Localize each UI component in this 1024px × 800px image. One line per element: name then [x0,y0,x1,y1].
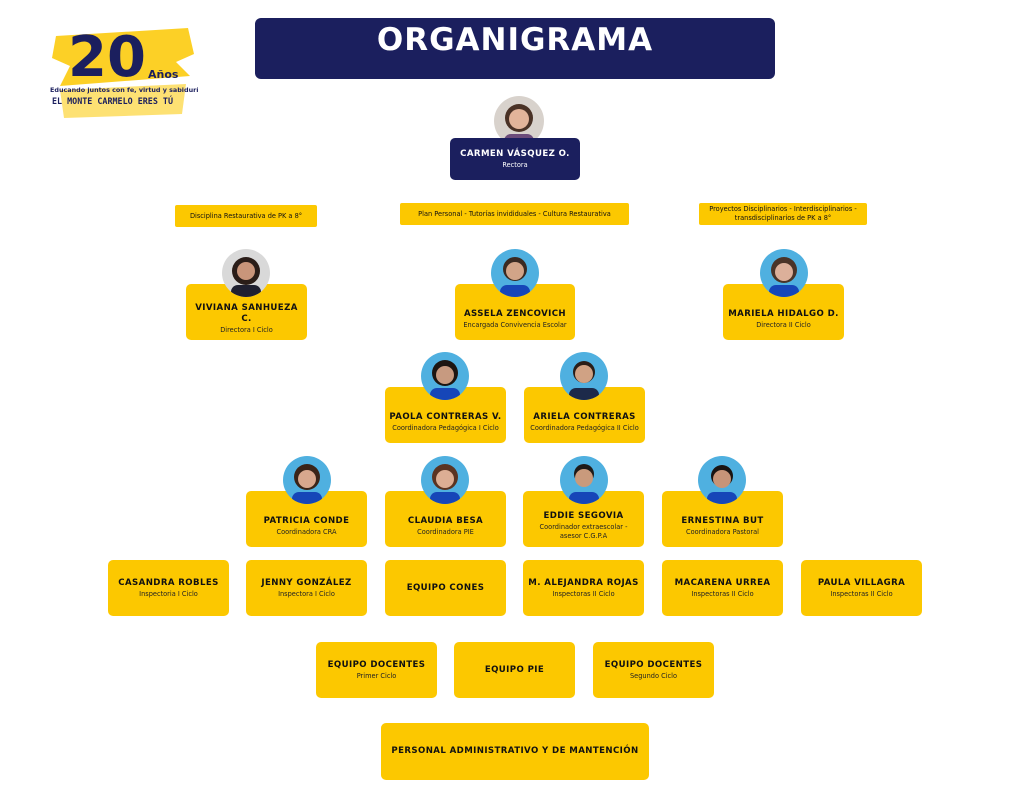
person-role: Coordinadora CRA [276,527,337,536]
person-name: MARIELA HIDALGO D. [728,308,839,319]
person-photo-icon [560,456,608,504]
person-name: CASANDRA ROBLES [118,577,219,588]
person-photo-icon [421,352,469,400]
person-photo-claudia [421,456,469,504]
team-role: Primer Ciclo [356,671,397,680]
school-logo: 20 Años Educando juntos con fe, virtud y… [48,14,203,124]
card-jenny-gonzalez: JENNY GONZÁLEZ Inspectora I Ciclo [246,560,367,616]
person-photo-viviana [222,249,270,297]
person-photo-patricia [283,456,331,504]
person-photo-icon [698,456,746,504]
person-role: Coordinador extraescolar - asesor C.G.P.… [539,523,628,540]
team-name: EQUIPO DOCENTES [604,659,703,670]
card-paula-villagra: PAULA VILLAGRA Inspectoras II Ciclo [801,560,922,616]
person-role: Inspectoras II Ciclo [552,589,615,598]
person-name: MACARENA URREA [674,577,771,588]
person-name: PAOLA CONTRERAS V. [389,411,502,422]
card-equipo-docentes-segundo-ciclo: EQUIPO DOCENTES Segundo Ciclo [593,642,714,698]
person-role: Coordinadora Pedagógica II Ciclo [530,423,639,432]
team-name: PERSONAL ADMINISTRATIVO Y DE MANTENCIÓN [391,746,639,756]
person-role: Encargada Convivencia Escolar [463,320,567,329]
person-photo-icon [494,96,544,146]
person-photo-ariela [560,352,608,400]
person-name: ARIELA CONTRERAS [533,411,636,422]
note-text: Plan Personal - Tutorías invididuales - … [418,209,611,218]
person-name: PATRICIA CONDE [263,515,350,526]
person-photo-ernestina [698,456,746,504]
logo-anos: Años [148,68,179,81]
person-photo-mariela [760,249,808,297]
team-name: EQUIPO PIE [484,664,545,675]
person-photo-icon [421,456,469,504]
person-name: M. ALEJANDRA ROJAS [528,577,639,588]
person-name: CARMEN VÁSQUEZ O. [460,148,570,159]
person-photo-paola [421,352,469,400]
card-equipo-pie: EQUIPO PIE [454,642,575,698]
rector-box: CARMEN VÁSQUEZ O. Rectora [450,138,580,180]
person-role: Coordinadora Pedagógica I Ciclo [392,423,499,432]
person-role: Directora I Ciclo [220,326,273,334]
person-photo-icon [222,249,270,297]
person-photo-icon [760,249,808,297]
person-name: ASSELA ZENCOVICH [463,308,567,319]
card-equipo-docentes-primer-ciclo: EQUIPO DOCENTES Primer Ciclo [316,642,437,698]
person-name: VIVIANA SANHUEZA C. [195,303,298,324]
team-role: Segundo Ciclo [629,671,678,680]
person-role: Coordinadora PIE [417,527,474,536]
person-photo-eddie [560,456,608,504]
person-name: JENNY GONZÁLEZ [261,577,352,588]
person-name: EDDIE SEGOVIA [543,511,624,521]
team-name: EQUIPO CONES [406,582,485,593]
page-title: ORGANIGRAMA [255,18,775,79]
logo-number: 20 [68,25,146,90]
person-role: Directora II Ciclo [756,320,811,329]
note-text: Disciplina Restaurativa de PK a 8° [189,211,303,220]
note-text: Proyectos Disciplinarios - Interdiscipli… [709,205,857,222]
rector-photo [494,96,544,146]
person-role: Coordinadora Pastoral [686,527,759,536]
page-title-text: ORGANIGRAMA [376,22,654,58]
person-photo-icon [560,352,608,400]
note-proyectos: Proyectos Disciplinarios - Interdiscipli… [699,203,867,225]
card-macarena-urrea: MACARENA URREA Inspectoras II Ciclo [662,560,783,616]
person-photo-icon [283,456,331,504]
team-name: EQUIPO DOCENTES [327,659,426,670]
card-casandra-robles: CASANDRA ROBLES Inspectoria I Ciclo [108,560,229,616]
person-photo-icon [491,249,539,297]
person-role: Inspectoria I Ciclo [139,589,198,598]
card-alejandra-rojas: M. ALEJANDRA ROJAS Inspectoras II Ciclo [523,560,644,616]
note-disciplina: Disciplina Restaurativa de PK a 8° [175,205,317,227]
person-role: Inspectora I Ciclo [278,589,335,598]
person-name: ERNESTINA BUT [681,515,764,526]
card-equipo-cones: EQUIPO CONES [385,560,506,616]
person-role: Rectora [502,160,528,169]
logo-motto: EL MONTE CARMELO ERES TÚ [52,95,173,106]
logo-tagline: Educando juntos con fe, virtud y sabidur… [50,86,198,94]
person-photo-assela [491,249,539,297]
person-role: Inspectoras II Ciclo [691,589,754,598]
person-name: PAULA VILLAGRA [817,577,906,588]
card-personal-administrativo: PERSONAL ADMINISTRATIVO Y DE MANTENCIÓN [381,723,649,780]
logo-graphic: 20 Años Educando juntos con fe, virtud y… [50,25,203,118]
person-name: CLAUDIA BESA [407,515,484,526]
note-plan-personal: Plan Personal - Tutorías invididuales - … [400,203,629,225]
person-role: Inspectoras II Ciclo [830,589,893,598]
